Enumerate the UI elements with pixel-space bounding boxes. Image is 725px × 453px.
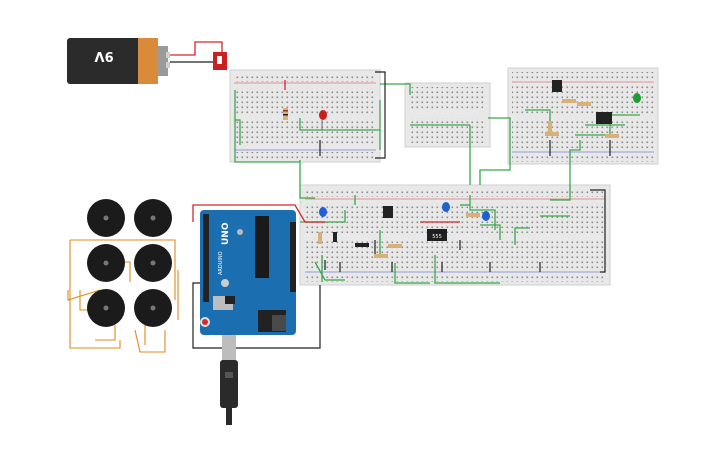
buzzer-6: [134, 289, 172, 327]
buzzer-3: [87, 244, 125, 282]
ic-555[interactable]: 555: [427, 229, 447, 241]
buzzer-5: [87, 289, 125, 327]
breadboard-top-left[interactable]: [229, 69, 381, 163]
usb-cable[interactable]: [220, 335, 238, 425]
resistors-main[interactable]: [318, 213, 480, 258]
green-led[interactable]: [633, 93, 641, 103]
breadboard-top-right[interactable]: [507, 67, 659, 165]
blue-led-2[interactable]: [442, 202, 450, 212]
piezo-buzzers[interactable]: [87, 199, 172, 327]
buzzer-2: [134, 199, 172, 237]
transistor-main[interactable]: [383, 206, 393, 218]
arduino-label: UNO: [221, 222, 231, 245]
breadboard-top-middle[interactable]: [404, 82, 491, 148]
diode-main[interactable]: [355, 243, 369, 247]
battery-label: 9V: [94, 48, 113, 63]
arduino-uno[interactable]: UNO ARDUINO: [200, 210, 296, 335]
sensor-chip[interactable]: [596, 112, 612, 124]
battery-9v[interactable]: 9V: [67, 38, 170, 84]
buzzer-1: [87, 199, 125, 237]
capacitor-main[interactable]: [333, 232, 337, 242]
transistor-top-right[interactable]: [552, 80, 562, 92]
buzzer-4: [134, 244, 172, 282]
red-led[interactable]: [319, 110, 327, 130]
green-wires[interactable]: [234, 83, 640, 284]
red-wires[interactable]: [170, 41, 460, 223]
blue-led-1[interactable]: [319, 207, 327, 217]
slide-switch[interactable]: [213, 52, 227, 70]
resistor-top-left[interactable]: [283, 108, 288, 120]
ic-555-label: 555: [432, 234, 442, 240]
resistors-top-right[interactable]: [545, 99, 619, 138]
arduino-brand: ARDUINO: [218, 251, 224, 275]
blue-led-3[interactable]: [482, 211, 490, 221]
breadboard-main[interactable]: [299, 184, 611, 286]
